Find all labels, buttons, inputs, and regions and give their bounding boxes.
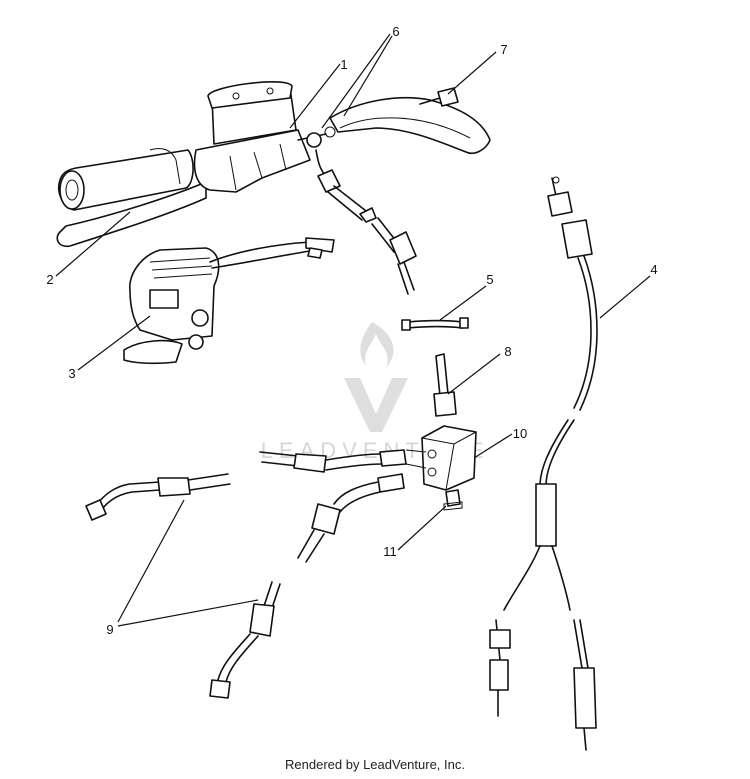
brake-fitting xyxy=(433,353,457,417)
callout-2: 2 xyxy=(46,272,53,287)
callout-3: 3 xyxy=(68,366,75,381)
switch-housing xyxy=(123,237,335,365)
callout-6: 6 xyxy=(392,24,399,39)
callout-5: 5 xyxy=(486,272,493,287)
brake-line-lower xyxy=(209,581,281,699)
handlebar-assembly xyxy=(56,81,491,248)
callout-9: 9 xyxy=(106,622,113,637)
callout-7: 7 xyxy=(500,42,507,57)
callout-10: 10 xyxy=(513,426,527,441)
brake-line-left xyxy=(85,473,231,521)
short-hose xyxy=(401,317,469,331)
footer-credit: Rendered by LeadVenture, Inc. xyxy=(285,757,465,772)
watermark-logo xyxy=(344,322,408,432)
banjo-bolt xyxy=(419,87,459,107)
callout-11: 11 xyxy=(383,544,397,559)
junction-block xyxy=(259,425,477,563)
callout-4: 4 xyxy=(650,262,657,277)
callout-1: 1 xyxy=(340,57,347,72)
brake-hose-upper xyxy=(371,217,417,295)
throttle-cable xyxy=(489,176,598,751)
block-bolt xyxy=(443,489,463,511)
leader-lines xyxy=(55,33,651,627)
callout-8: 8 xyxy=(504,344,511,359)
